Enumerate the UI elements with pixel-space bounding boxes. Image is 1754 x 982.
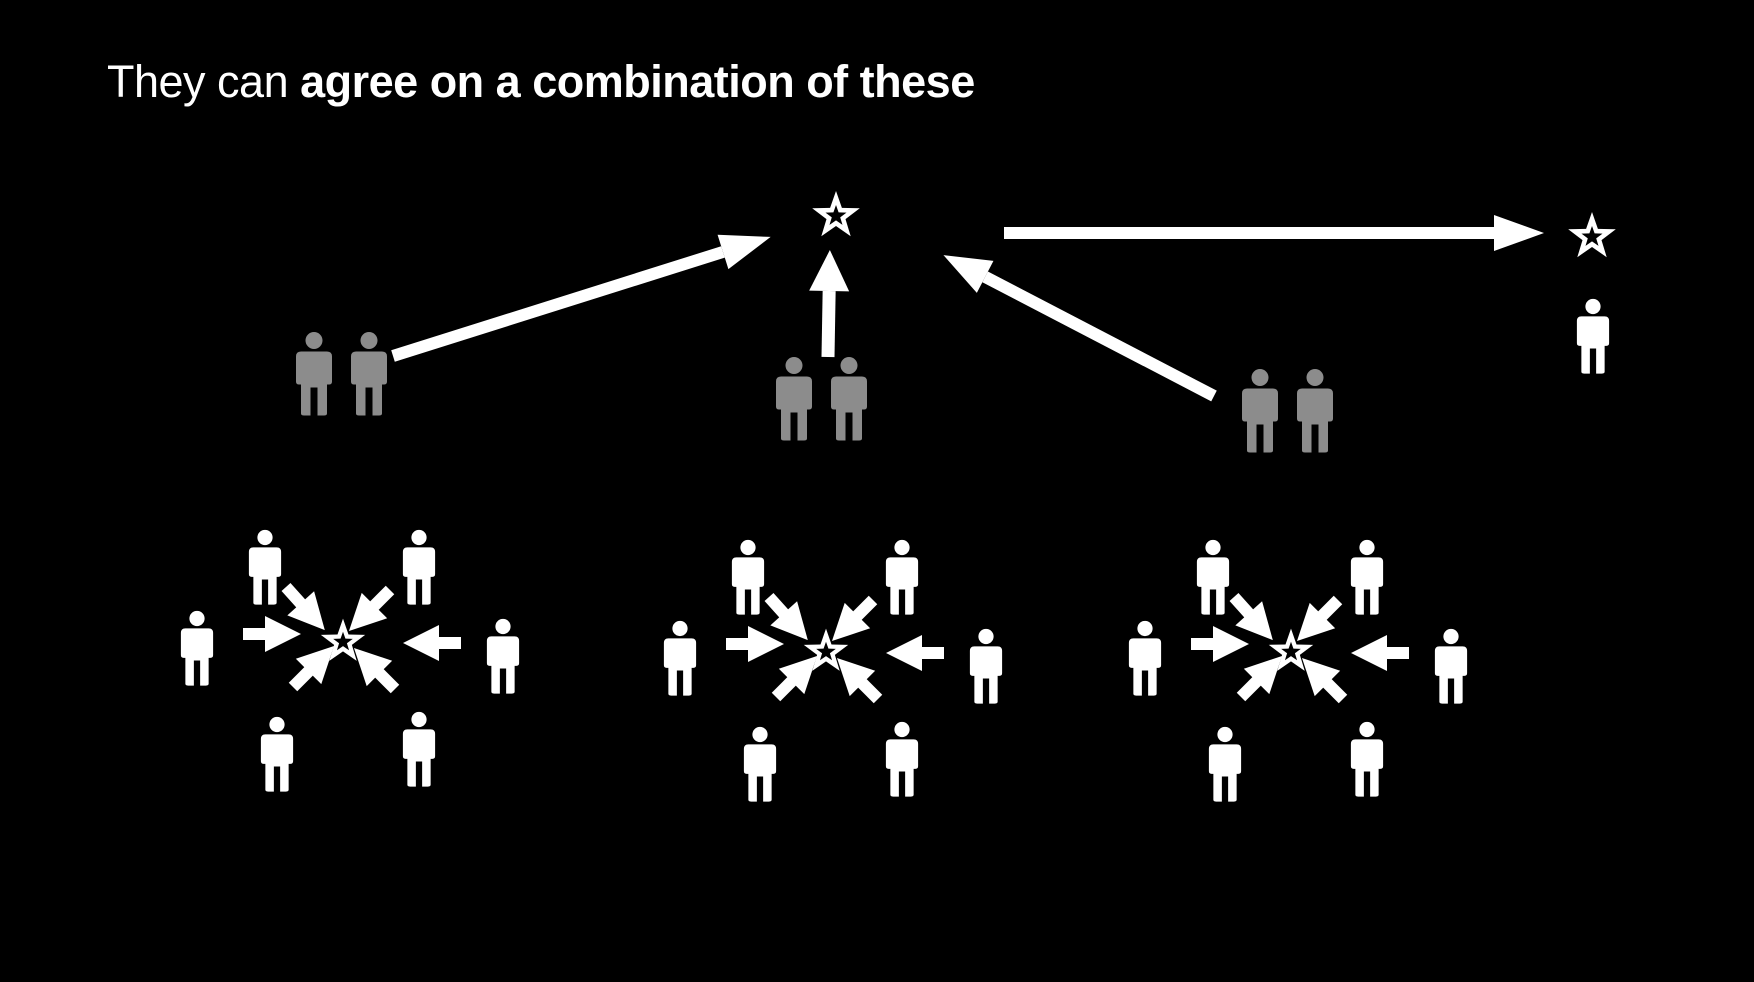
- right-representatives-arrow-icon: [943, 255, 1217, 402]
- convergence-arrow-icon: [281, 582, 325, 631]
- group-member-person-icon: [885, 721, 919, 797]
- representative-person-icon: [296, 332, 332, 416]
- representative-person-icon: [776, 357, 812, 441]
- convergence-arrow-icon: [403, 625, 461, 661]
- convergence-arrow-icon: [1351, 635, 1409, 671]
- group-cluster-right: [1128, 539, 1468, 802]
- convergence-arrow-icon: [1191, 626, 1249, 662]
- individual-person-icon: [1576, 298, 1610, 374]
- slide-title: They can agree on a combination of these: [107, 56, 975, 108]
- center-representatives: [776, 357, 867, 441]
- top-consensus-star-icon: [812, 191, 860, 237]
- group-cluster-left: [180, 529, 520, 792]
- group-member-person-icon: [885, 539, 919, 615]
- convergence-arrow-icon: [771, 655, 818, 702]
- convergence-arrow-icon: [348, 585, 395, 632]
- convergence-arrow-icon: [764, 592, 808, 641]
- group-member-person-icon: [969, 628, 1003, 704]
- center-representatives-arrow-icon: [809, 250, 850, 358]
- title-lead: They can: [107, 56, 301, 107]
- representative-person-icon: [1297, 369, 1333, 453]
- group-member-person-icon: [402, 529, 436, 605]
- left-representatives-arrow-icon: [391, 234, 771, 362]
- group-member-person-icon: [1208, 726, 1242, 802]
- group-member-person-icon: [1196, 539, 1230, 615]
- group-member-person-icon: [260, 716, 294, 792]
- convergence-arrow-icon: [243, 616, 301, 652]
- convergence-arrow-icon: [726, 626, 784, 662]
- group-member-person-icon: [731, 539, 765, 615]
- group-member-person-icon: [1350, 721, 1384, 797]
- individual-star-icon: [1568, 212, 1616, 258]
- group-member-person-icon: [1350, 539, 1384, 615]
- group-member-person-icon: [663, 620, 697, 696]
- convergence-arrow-icon: [831, 595, 878, 642]
- group-member-person-icon: [402, 711, 436, 787]
- convergence-arrow-icon: [836, 657, 883, 704]
- group-member-person-icon: [1128, 620, 1162, 696]
- group-member-person-icon: [486, 618, 520, 694]
- right-representatives: [1242, 369, 1333, 453]
- convergence-arrow-icon: [1229, 592, 1273, 641]
- representative-person-icon: [1242, 369, 1278, 453]
- group-member-person-icon: [743, 726, 777, 802]
- left-representatives: [296, 332, 387, 416]
- group-member-person-icon: [1434, 628, 1468, 704]
- group-member-person-icon: [180, 610, 214, 686]
- title-emphasis: agree on a combination of these: [300, 56, 975, 107]
- representative-person-icon: [831, 357, 867, 441]
- convergence-arrow-icon: [886, 635, 944, 671]
- representative-person-icon: [351, 332, 387, 416]
- group-cluster-center: [663, 539, 1003, 802]
- convergence-arrow-icon: [288, 645, 335, 692]
- group-member-person-icon: [248, 529, 282, 605]
- arrow-to-individual-icon: [1004, 215, 1544, 251]
- convergence-arrow-icon: [353, 647, 400, 694]
